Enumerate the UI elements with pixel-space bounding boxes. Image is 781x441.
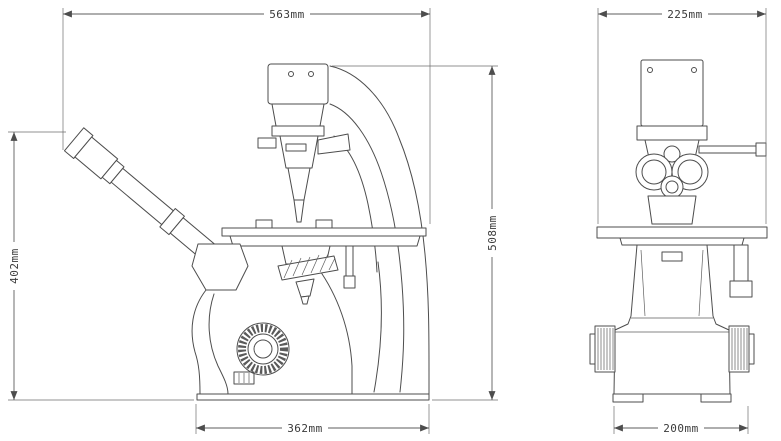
front-focus-knob-right [728, 325, 755, 373]
front-base [612, 244, 732, 403]
body-head [191, 243, 249, 395]
side-rod [698, 145, 762, 154]
objective [295, 278, 315, 298]
condenser-bracket [733, 244, 749, 282]
stage [221, 219, 427, 247]
lamp-screw-icon [308, 71, 314, 77]
dim-label-side-base-width: 362mm [287, 422, 323, 435]
lamp-screw-icon [691, 67, 697, 73]
phase-slider [661, 251, 683, 262]
front-view [589, 59, 768, 403]
dim-label-front-base-width: 200mm [663, 422, 699, 435]
binocular-head [635, 139, 767, 225]
front-lamp-housing [636, 59, 708, 141]
side-view [63, 63, 430, 401]
foot [612, 393, 644, 403]
dimension-side-base-width: 362mm [195, 404, 430, 435]
support-arm [317, 65, 430, 395]
dimension-side-right-height: 508mm [332, 65, 499, 401]
lamp-screw-icon [647, 67, 653, 73]
lamp-housing [257, 63, 351, 155]
condenser [279, 135, 319, 223]
nosepiece [277, 245, 356, 305]
stage-clip [315, 219, 333, 229]
dim-label-side-top-width: 563mm [269, 8, 305, 21]
lamp-screw-icon [288, 71, 294, 77]
dim-label-front-top-width: 225mm [667, 8, 703, 21]
dimension-side-left-height: 402mm [7, 131, 194, 401]
dimension-side-top-width: 563mm [62, 7, 431, 224]
dimension-front-top-width: 225mm [597, 7, 767, 224]
stage-handle [345, 245, 354, 277]
hatch-lines [283, 253, 336, 279]
stage-clip [255, 219, 273, 229]
front-focus-knob-left [589, 325, 616, 373]
base [196, 371, 430, 401]
foot [700, 393, 732, 403]
dim-label-side-right-height: 508mm [486, 215, 499, 251]
condenser-knob [729, 280, 753, 298]
dim-label-side-left-height: 402mm [8, 248, 21, 284]
focus-knob [236, 322, 290, 376]
dimension-front-base-width: 200mm [613, 406, 749, 435]
front-stage [596, 226, 768, 298]
front-nosepiece [647, 195, 697, 225]
